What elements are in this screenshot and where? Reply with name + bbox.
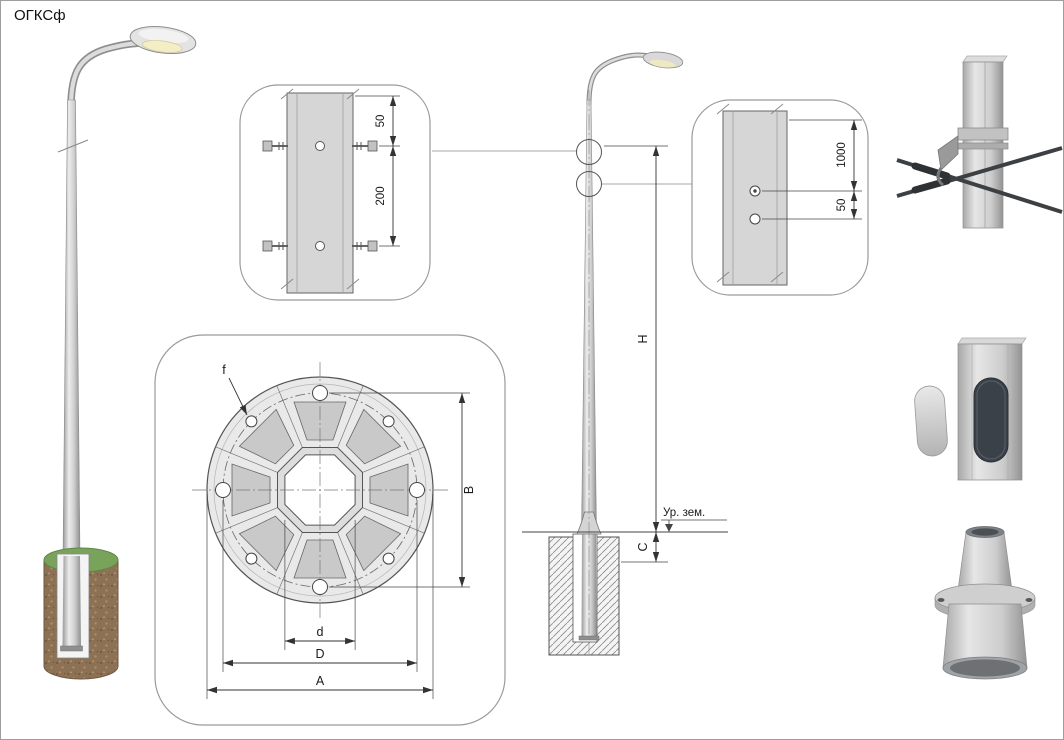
hole: [315, 241, 325, 251]
break-mark: [346, 278, 360, 290]
dim-D: D: [315, 647, 324, 661]
prism-top-face: [962, 55, 1008, 63]
detail-marker-upper: [576, 139, 602, 165]
dim-200: 200: [375, 186, 387, 205]
side-holes-callout: 1000 50: [691, 99, 869, 296]
cable-bracket-render: [896, 55, 1063, 229]
top-clamp-callout: 50 200: [239, 84, 431, 301]
band-clamp: [957, 142, 1009, 150]
bolt-row-upper: [262, 140, 378, 152]
access-door-render: [914, 337, 1027, 481]
pole-break-mark: [57, 139, 89, 153]
gusset-ribs: [231, 401, 409, 579]
pole-3d-render: [43, 25, 197, 680]
drawing-title: ОГКСф: [14, 7, 66, 24]
lamp-head: [129, 25, 197, 55]
pole-section: [286, 92, 354, 294]
break-mark: [346, 88, 360, 100]
shoe-cone: [957, 531, 1013, 591]
dim-B: B: [462, 486, 476, 494]
lamp-lens: [141, 40, 183, 53]
flange-holes: [215, 385, 425, 595]
flange-plan-callout: f B d D A: [154, 334, 506, 726]
cable-hole: [749, 213, 761, 225]
hole: [315, 141, 325, 151]
door-opening: [973, 377, 1009, 463]
pole-base-cap: [60, 645, 83, 652]
dim-d: d: [317, 625, 324, 639]
band-clamp: [957, 127, 1009, 141]
ground-label: Ур. зем.: [663, 507, 705, 519]
elevation-lamp-head: [642, 51, 684, 69]
break-mark: [770, 103, 784, 115]
bolt-row-lower: [262, 240, 378, 252]
dim-H: H: [636, 334, 650, 343]
pole-section: [722, 110, 788, 286]
detail-marker-lower: [576, 171, 602, 197]
break-mark: [280, 278, 294, 290]
dim-50: 50: [375, 115, 387, 128]
dim-C: C: [636, 542, 650, 551]
sector-lines: [215, 385, 425, 595]
break-mark: [280, 88, 294, 100]
break-mark: [770, 271, 784, 283]
break-mark: [716, 103, 730, 115]
dim-f: f: [222, 363, 226, 377]
dim-1000: 1000: [836, 142, 848, 168]
break-mark: [716, 271, 730, 283]
prism-top-face: [957, 337, 1027, 345]
door-cover-plate: [914, 385, 948, 457]
level-arrow: [665, 524, 673, 532]
dim-50: 50: [836, 199, 848, 212]
bracket-hook: [936, 167, 944, 187]
cable-grip: [911, 162, 951, 180]
pole-elevation: Ур. зем. H C: [522, 51, 728, 656]
dim-A: A: [316, 674, 325, 688]
embedded-pole-part: [62, 556, 81, 648]
flange-shoe-render: [934, 526, 1036, 680]
